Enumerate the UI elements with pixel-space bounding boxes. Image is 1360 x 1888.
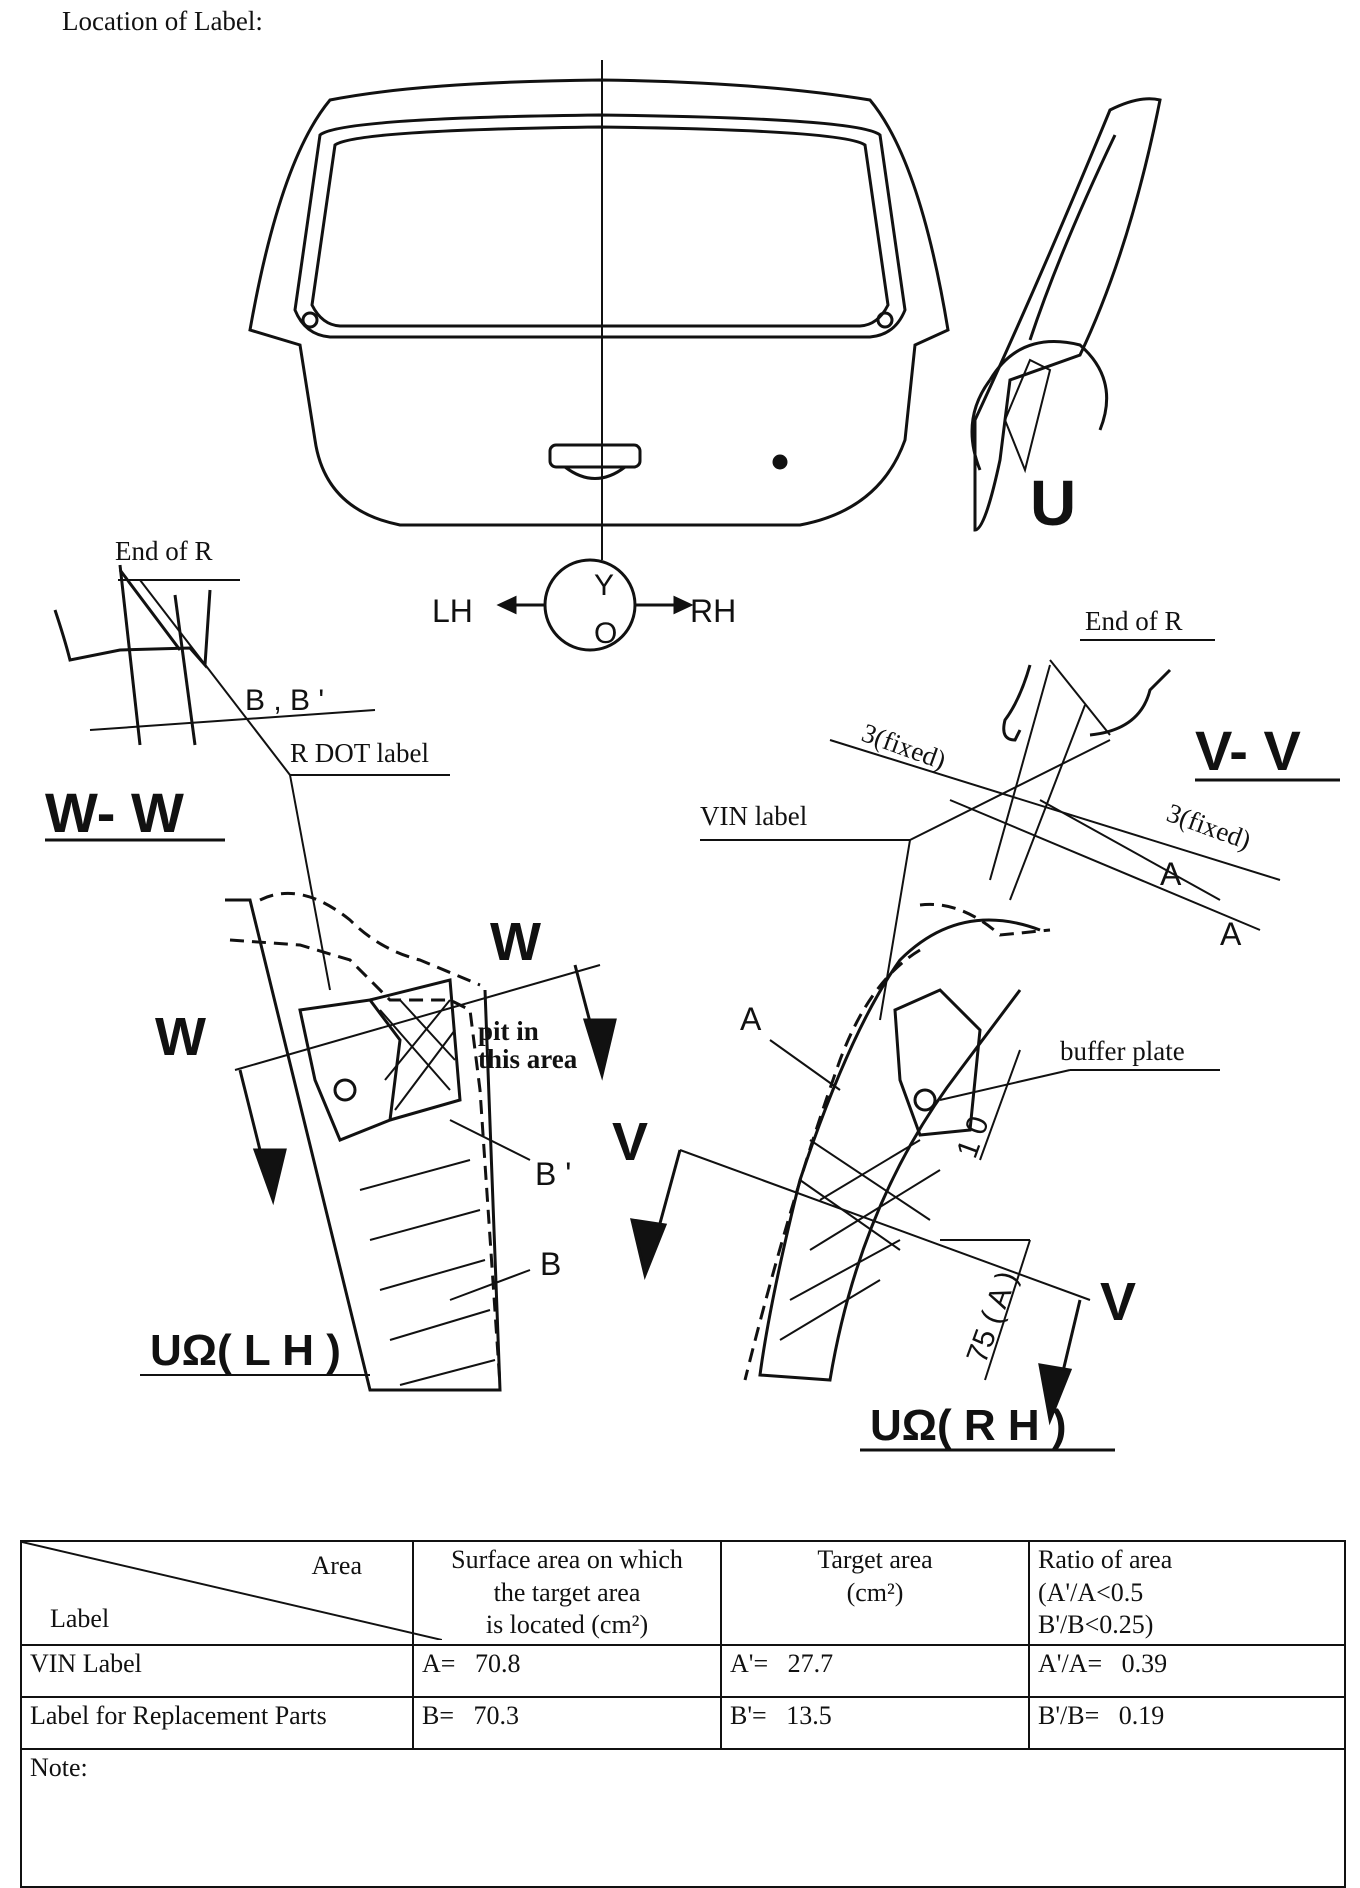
- row-label: Label for Replacement Parts: [20, 1695, 414, 1750]
- row-target: B'= 13.5: [720, 1695, 1030, 1750]
- y-direction: Y: [594, 569, 614, 602]
- rh-end-of-r: End of R: [1085, 606, 1183, 636]
- lh-dimension-b: B , B ': [245, 684, 324, 717]
- door-handle: [548, 443, 642, 469]
- fixed-label-2: 3(fixed): [1163, 797, 1255, 855]
- w-w-title: W- W: [45, 781, 184, 844]
- surface-header: Surface area on which the target area is…: [412, 1540, 722, 1646]
- direction-indicator: [543, 558, 637, 652]
- lh-end-of-r: End of R: [115, 536, 213, 566]
- corner-diagonal: [22, 1542, 442, 1640]
- tailgate-diagram: LH RH Y O End of R B , B ' R DOT label W…: [45, 60, 1340, 1452]
- rear-window: [293, 113, 907, 339]
- row-label: VIN Label: [20, 1643, 414, 1698]
- note-row: Note:: [20, 1747, 1346, 1888]
- table-row: Label for Replacement Parts B= 70.3 B'= …: [20, 1695, 1346, 1750]
- ratio-header: Ratio of area (A'/A<0.5 B'/B<0.25): [1028, 1540, 1346, 1646]
- a-label-2: A: [1220, 916, 1242, 952]
- target-header: Target area (cm²): [720, 1540, 1030, 1646]
- table-header-row: Area Label Surface area on which the tar…: [20, 1540, 1346, 1646]
- fixed-label-1: 3(fixed): [858, 717, 950, 775]
- vin-label: VIN label: [700, 801, 807, 831]
- w-arrow-right: W: [490, 912, 541, 972]
- lh-panel: [225, 898, 502, 1392]
- table-row: VIN Label A= 70.8 A'= 27.7 A'/A= 0.39: [20, 1643, 1346, 1698]
- corner-area-label: Area: [311, 1551, 362, 1580]
- area-table: Area Label Surface area on which the tar…: [20, 1540, 1346, 1888]
- corner-label-label: Label: [50, 1604, 110, 1633]
- b-label: B: [540, 1246, 561, 1282]
- rh-direction: RH: [690, 593, 736, 629]
- u-detail-arrow: U: [1030, 467, 1076, 539]
- tailgate-outline: [248, 78, 950, 527]
- o-direction: O: [594, 617, 617, 650]
- side-profile: [973, 97, 1162, 532]
- row-ratio: B'/B= 0.19: [1028, 1695, 1346, 1750]
- buffer-plate-label: buffer plate: [1060, 1036, 1185, 1066]
- note-cell: Note:: [20, 1747, 1346, 1888]
- row-target: A'= 27.7: [720, 1643, 1030, 1698]
- rh-view-title: UΩ( R H ): [870, 1401, 1067, 1450]
- v-v-title: V- V: [1195, 719, 1301, 782]
- dimension-75: 75 ( A ): [961, 1267, 1025, 1368]
- rh-panel: [758, 918, 1041, 1382]
- w-arrow-left: W: [155, 1007, 206, 1067]
- page-heading: Location of Label:: [62, 6, 263, 36]
- row-surface: B= 70.3: [412, 1695, 722, 1750]
- lh-direction: LH: [432, 593, 473, 629]
- corner-header: Area Label: [20, 1540, 442, 1646]
- b-prime-label: B ': [535, 1156, 571, 1192]
- row-surface: A= 70.8: [412, 1643, 722, 1698]
- v-arrow-left: V: [612, 1112, 648, 1172]
- v-arrow-right: V: [1100, 1272, 1136, 1332]
- dimension-10: 1 0: [951, 1112, 996, 1162]
- a-label-3: A: [740, 1001, 762, 1037]
- row-ratio: A'/A= 0.39: [1028, 1643, 1346, 1698]
- lh-view-title: UΩ( L H ): [150, 1326, 341, 1375]
- a-label-1: A: [1160, 856, 1182, 892]
- r-dot-label: R DOT label: [290, 738, 429, 768]
